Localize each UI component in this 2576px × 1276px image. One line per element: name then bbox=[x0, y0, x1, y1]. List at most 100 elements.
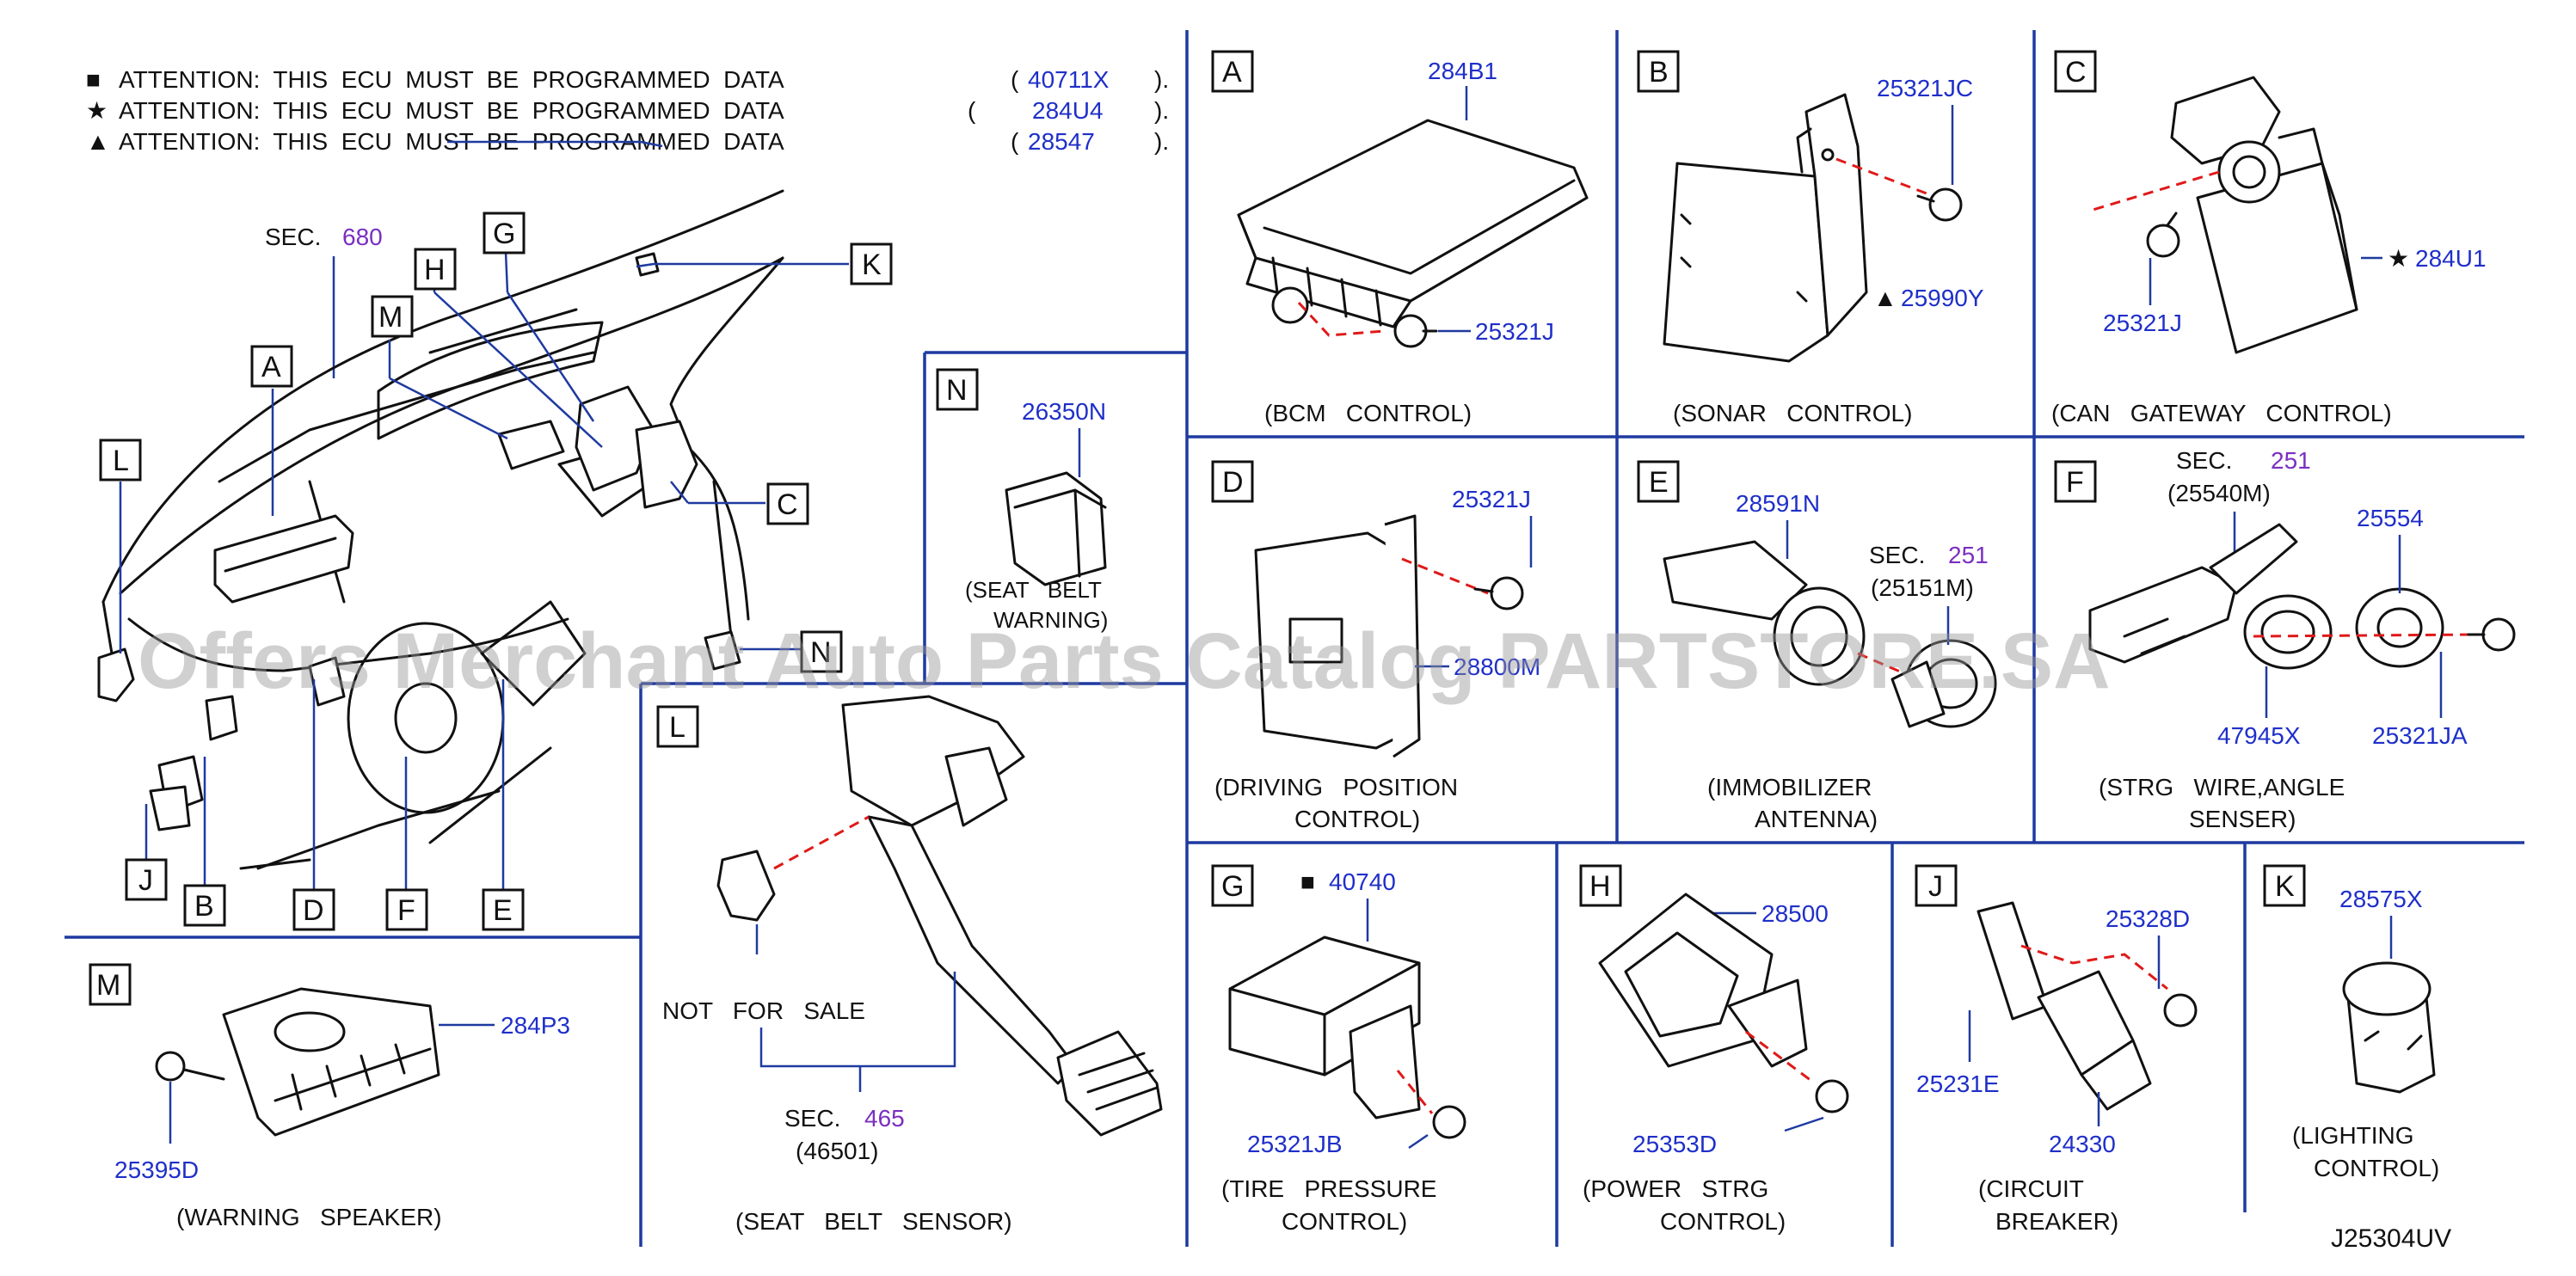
panel-letter: A bbox=[1211, 50, 1254, 93]
panel-L-seat-belt-sensor: L NOT FOR SALE SEC. 465 (46501) (SEAT BE… bbox=[656, 695, 1163, 1235]
svg-text:N: N bbox=[810, 636, 832, 669]
svg-text:K: K bbox=[2275, 870, 2295, 903]
attention-code: 28547 bbox=[1028, 128, 1095, 155]
sec-label: SEC. bbox=[1869, 542, 1925, 568]
part-number: 28591N bbox=[1736, 490, 1820, 517]
overview-callouts: A L M H G K C N J B D F E bbox=[99, 212, 893, 931]
svg-text:B: B bbox=[194, 890, 214, 923]
callout-M: M bbox=[371, 295, 414, 338]
panel-J-circuit-breaker: J 25328D 25231E 24330 (CIRCUIT BREAKER) bbox=[1915, 864, 2198, 1235]
panel-caption: (LIGHTING bbox=[2292, 1122, 2414, 1149]
callout-L: L bbox=[99, 439, 142, 482]
callout-N: N bbox=[800, 630, 843, 673]
panel-letter: G bbox=[1211, 864, 1254, 907]
panel-caption: WARNING) bbox=[993, 607, 1108, 633]
panel-letter: N bbox=[936, 368, 979, 411]
panel-D-driving-position-control: D 25321J 28800M (DRIVING POSITION CONTRO… bbox=[1211, 460, 1540, 832]
attention-open: ( bbox=[968, 97, 976, 124]
not-for-sale-note: NOT FOR SALE bbox=[662, 997, 865, 1024]
panel-caption: BREAKER) bbox=[1995, 1208, 2118, 1235]
panel-E-immobilizer-antenna: E 28591N SEC. 251 (25151M) (IMMOBILIZER … bbox=[1637, 460, 1997, 832]
panel-C-can-gateway-control: C ★ 284U1 25321J (CAN GATEWAY CONTROL) bbox=[2051, 50, 2487, 426]
panel-K-lighting-control: K 28575X (LIGHTING CONTROL) bbox=[2263, 864, 2439, 1181]
callout-C: C bbox=[766, 482, 809, 525]
panel-B-sonar-control: B 25321JC ▲ 25990Y (SONAR CONTROL) bbox=[1637, 50, 1984, 426]
svg-text:N: N bbox=[946, 374, 968, 407]
part-number: 25990Y bbox=[1901, 285, 1984, 311]
callout-E: E bbox=[482, 888, 525, 931]
svg-text:L: L bbox=[669, 711, 685, 744]
part-number: 47945X bbox=[2217, 722, 2301, 749]
part-number: 25353D bbox=[1632, 1131, 1717, 1157]
callout-A: A bbox=[250, 345, 293, 388]
svg-text:E: E bbox=[1649, 466, 1669, 499]
panel-G-tire-pressure-control: G ■ 40740 25321JB (TIRE PRESSURE CONTROL… bbox=[1211, 864, 1466, 1235]
attention-close: ). bbox=[1154, 66, 1169, 93]
panel-caption: (CIRCUIT bbox=[1978, 1175, 2084, 1202]
part-number: 25328D bbox=[2106, 905, 2190, 932]
panel-N-seat-belt-warning: N 26350N (SEAT BELT WARNING) bbox=[936, 368, 1108, 633]
svg-text:K: K bbox=[862, 248, 882, 281]
sec-number: 465 bbox=[864, 1105, 905, 1132]
panel-letter: D bbox=[1211, 460, 1254, 503]
panel-caption: CONTROL) bbox=[1660, 1208, 1786, 1235]
attention-text: ATTENTION: THIS ECU MUST BE PROGRAMMED D… bbox=[119, 66, 784, 93]
panel-letter: J bbox=[1915, 864, 1958, 907]
attention-line-1: ■ ATTENTION: THIS ECU MUST BE PROGRAMMED… bbox=[86, 66, 1169, 93]
panel-letter: F bbox=[2054, 460, 2097, 503]
panel-dividers bbox=[65, 30, 2524, 1247]
panel-caption: ANTENNA) bbox=[1755, 806, 1878, 832]
svg-text:H: H bbox=[1589, 870, 1611, 903]
attention-notes: ■ ATTENTION: THIS ECU MUST BE PROGRAMMED… bbox=[86, 66, 1169, 155]
callout-F: F bbox=[385, 888, 428, 931]
svg-text:J: J bbox=[138, 864, 153, 897]
svg-text:H: H bbox=[424, 254, 446, 286]
part-number: 284P3 bbox=[501, 1012, 570, 1039]
panel-caption: CONTROL) bbox=[1282, 1208, 1407, 1235]
attention-line-2: ★ ATTENTION: THIS ECU MUST BE PROGRAMMED… bbox=[86, 97, 1169, 124]
attention-open: ( bbox=[1011, 128, 1019, 155]
svg-text:D: D bbox=[1222, 466, 1244, 499]
svg-text:G: G bbox=[1221, 870, 1244, 903]
part-number: 25321JC bbox=[1877, 75, 1973, 101]
part-number: 25554 bbox=[2357, 505, 2424, 531]
callout-G: G bbox=[483, 212, 526, 255]
callout-D: D bbox=[292, 888, 335, 931]
panel-H-power-strg-control: H 28500 25353D (POWER STRG CONTROL) bbox=[1579, 864, 1849, 1235]
svg-text:A: A bbox=[1222, 56, 1242, 89]
panel-caption: (SEAT BELT bbox=[965, 577, 1102, 603]
attention-close: ). bbox=[1154, 97, 1169, 124]
ecu-symbol: ▲ bbox=[1873, 285, 1897, 311]
sec-label: SEC. bbox=[784, 1105, 840, 1132]
panel-letter: L bbox=[656, 705, 699, 748]
panel-caption: (BCM CONTROL) bbox=[1264, 400, 1472, 426]
part-number: 25395D bbox=[114, 1156, 199, 1183]
callout-K: K bbox=[850, 242, 893, 285]
watermark: Offers Merchant Auto Parts Catalog PARTS… bbox=[138, 617, 2111, 705]
panel-caption: (SONAR CONTROL) bbox=[1673, 400, 1912, 426]
dashboard-overview: SEC. 680 bbox=[97, 140, 849, 894]
panel-letter: H bbox=[1579, 864, 1622, 907]
ecu-symbol: ★ bbox=[2388, 245, 2409, 272]
overview-sec-label: SEC. bbox=[265, 224, 321, 250]
sec-sub: (25151M) bbox=[1871, 574, 1974, 601]
sec-sub: (46501) bbox=[796, 1138, 879, 1164]
part-number: 40740 bbox=[1329, 868, 1396, 895]
panel-letter: E bbox=[1637, 460, 1680, 503]
attention-code: 40711X bbox=[1028, 66, 1110, 93]
panel-letter: C bbox=[2054, 50, 2097, 93]
panel-F-strg-wire-angle-senser: F SEC. 251 (25540M) 25554 47945X 25321JA… bbox=[2054, 447, 2516, 832]
svg-text:B: B bbox=[1649, 56, 1669, 89]
panel-caption: (STRG WIRE,ANGLE bbox=[2099, 774, 2345, 801]
attention-symbol: ★ bbox=[86, 97, 108, 124]
panel-caption: SENSER) bbox=[2189, 806, 2296, 832]
panel-caption: (CAN GATEWAY CONTROL) bbox=[2051, 400, 2392, 426]
callout-H: H bbox=[414, 248, 457, 291]
part-number: 25321J bbox=[2103, 310, 2182, 336]
panel-A-bcm-control: A 284B1 25321J (BCM CONTROL) bbox=[1211, 50, 1589, 426]
sec-label: SEC. bbox=[2176, 447, 2232, 474]
part-number: 284U1 bbox=[2415, 245, 2487, 272]
ecu-symbol: ■ bbox=[1300, 868, 1315, 895]
part-number: 25321JA bbox=[2372, 722, 2468, 749]
